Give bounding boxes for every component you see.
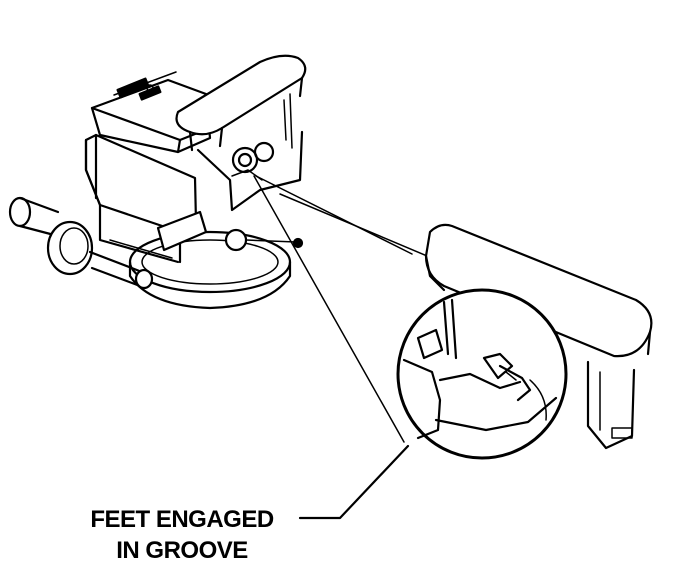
rear-jaw-anvil: [175, 54, 307, 212]
bench-vise: [8, 54, 307, 310]
magnified-detail: [396, 223, 653, 460]
swivel-base: [128, 230, 292, 310]
callout-label-line1: FEET ENGAGED: [90, 506, 274, 533]
callout-leader: [298, 444, 410, 520]
lock-lever: [156, 210, 304, 252]
callout-label-line2: IN GROOVE: [116, 537, 248, 564]
vise-handle: [8, 196, 154, 290]
